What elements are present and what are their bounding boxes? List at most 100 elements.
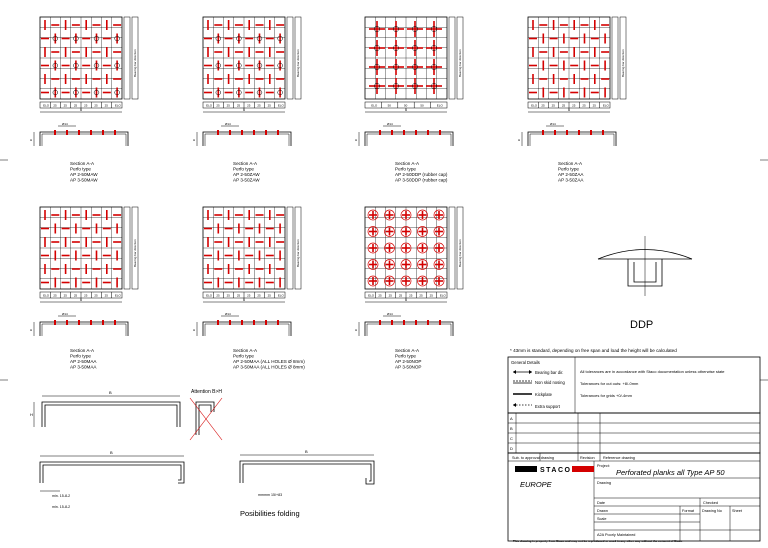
perforation-pattern <box>41 210 122 288</box>
perf-hole <box>277 62 283 69</box>
perf-hole <box>384 275 395 287</box>
perf-hole <box>417 242 428 254</box>
fold-dim-h1: H <box>30 412 33 417</box>
dimension-label: 50 <box>404 104 408 108</box>
section-hole <box>102 130 104 135</box>
section-hole <box>379 130 381 135</box>
dimension-label: 50 <box>420 104 424 108</box>
perfo-type: AP 2-50MAW <box>70 172 98 177</box>
perf-hole <box>393 26 399 32</box>
dimension-label: 25 <box>378 294 382 298</box>
perfo-type: AP 3-50DDP (rubber cap) <box>395 178 448 183</box>
legend-bearing-symbol <box>513 370 532 374</box>
dimension-label: 25 <box>593 104 597 108</box>
tolerance-1: All tolerances are in accordance with St… <box>580 369 725 374</box>
folding-title: Posibilities folding <box>240 509 300 518</box>
dimension-label: 25 <box>562 104 566 108</box>
perf-hole <box>215 62 221 69</box>
perf-hole <box>400 209 412 221</box>
profile-line <box>39 321 129 336</box>
staco-logo[interactable]: STACO EUROPE <box>515 466 594 489</box>
profile-inner <box>41 323 127 336</box>
cap-label: DDP <box>630 319 653 331</box>
perfo-label: Perfo type <box>70 354 91 359</box>
dimension-label: 25 <box>268 294 272 298</box>
section-hole <box>265 130 267 135</box>
perfo-type: AP 3-50ZAW <box>233 178 260 183</box>
section-hole <box>66 320 68 325</box>
profile-inner <box>366 133 452 146</box>
dimension-label: 25 <box>430 294 434 298</box>
profile-line <box>527 131 617 146</box>
scale-label: Scale <box>597 517 607 521</box>
side-dimension-strip <box>294 16 302 100</box>
section-hole <box>403 130 405 135</box>
perf-hole <box>412 64 418 70</box>
perf-hole <box>256 62 263 69</box>
perf-hole <box>52 35 58 42</box>
side-dimension-strip <box>456 206 464 290</box>
date-label: Date <box>597 501 605 505</box>
section-hole <box>590 130 592 135</box>
perfo-label: Perfo type <box>233 167 254 172</box>
perf-hole <box>374 45 380 51</box>
section-hole <box>241 130 243 135</box>
height-label: H <box>355 138 357 142</box>
section-label: Section A-A <box>395 161 420 166</box>
section-hole <box>114 130 116 135</box>
dimension-label: 25 <box>105 104 109 108</box>
perforation-pattern <box>204 210 285 288</box>
height-label: H <box>193 138 195 142</box>
height-label: H <box>355 328 357 332</box>
height-note: * 43mm is standard, depending on free sp… <box>510 348 677 353</box>
checked-label: Checked <box>703 501 718 505</box>
dimension-label: 25 <box>53 294 57 298</box>
perf-hole <box>384 259 395 270</box>
section-dimension-label: Ø14 <box>225 122 231 126</box>
rev-d: D <box>510 446 513 451</box>
dimension-label: 25 <box>94 294 98 298</box>
overall-dimension-label: B <box>405 298 407 302</box>
section-dimension-label: Ø14 <box>62 122 68 126</box>
section-hole <box>379 320 381 325</box>
perf-hole <box>236 89 242 96</box>
section-label: Section A-A <box>395 348 420 353</box>
legend-kick-label: Kickplate <box>535 392 553 397</box>
side-dimension-strip <box>611 16 619 100</box>
perf-hole <box>433 275 445 287</box>
perf-hole <box>277 89 283 96</box>
dimension-label: 25 <box>64 294 68 298</box>
perfo-label: Perfo type <box>395 354 416 359</box>
attention-label: Attention B>H <box>191 389 222 395</box>
legend-bearing-label: Bearing bar dir. <box>535 370 563 375</box>
side-dimension-strip <box>294 206 302 290</box>
perf-hole <box>400 242 412 254</box>
dimension-label: 25 <box>247 294 251 298</box>
perf-hole <box>400 226 412 237</box>
dimension-row <box>364 101 448 109</box>
side-label: Bearing bar direction <box>621 49 625 77</box>
perf-hole <box>431 26 437 32</box>
profile-inner <box>204 133 290 146</box>
section-hole <box>114 320 116 325</box>
perfo-label: Perfo type <box>395 167 416 172</box>
perf-hole <box>256 35 263 42</box>
section-label: Section A-A <box>233 161 258 166</box>
tolerance-3: Tolerances for grids +0/-4mm <box>580 393 633 398</box>
rev-b: B <box>510 426 513 431</box>
perf-hole <box>93 62 100 69</box>
perfo-type: AP 3-50MAA (ALL HOLES Ø 8mm) <box>233 365 305 370</box>
section-hole <box>253 130 255 135</box>
dimension-label: ELO <box>440 294 447 298</box>
folding-possibilities: B H Attention B>H B min. 15-8-2 min. 15-… <box>30 389 375 518</box>
dimension-label: 25 <box>399 294 403 298</box>
dimension-label: 25 <box>216 104 220 108</box>
